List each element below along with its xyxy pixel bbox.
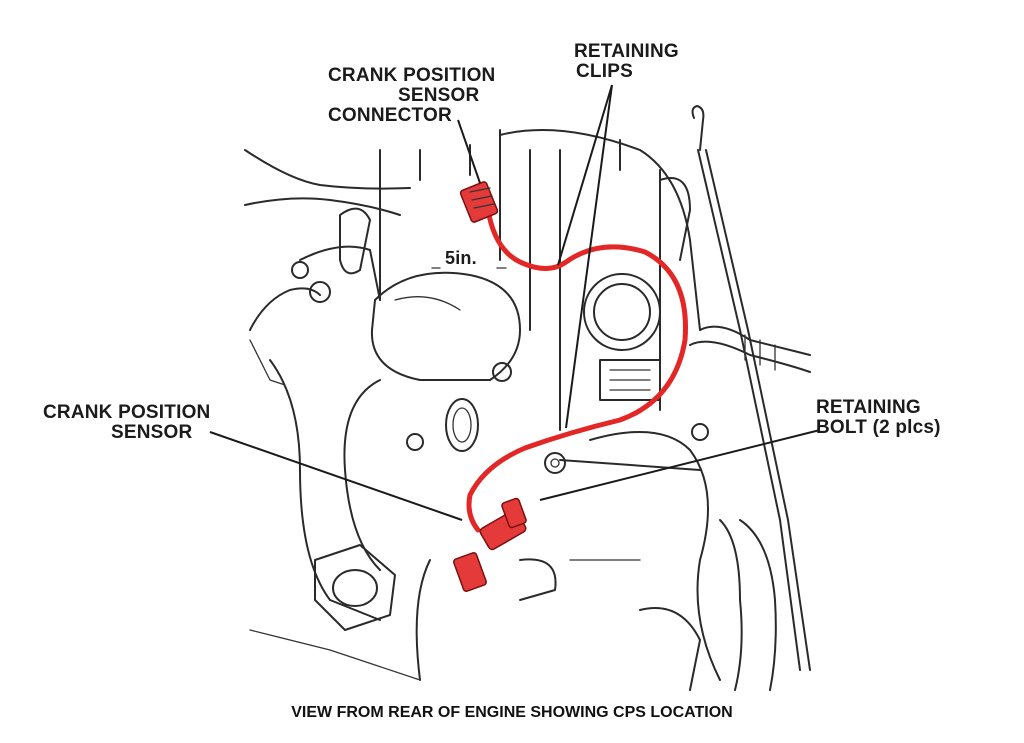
cps-sensor-icon xyxy=(453,497,557,601)
sensor-label-line-1: CRANK POSITION xyxy=(43,402,211,423)
leader-lines xyxy=(209,84,821,521)
connector-label: CRANK POSITION SENSOR CONNECTOR xyxy=(328,66,538,126)
connector-label-line-3: CONNECTOR xyxy=(328,105,452,126)
dimension-label: 5in. xyxy=(445,248,477,268)
clips-label: RETAINING CLIPS xyxy=(574,42,714,82)
connector-label-line-1: CRANK POSITION xyxy=(328,65,496,86)
connector-label-line-2: SENSOR xyxy=(398,85,480,106)
clips-label-line-1: RETAINING xyxy=(574,41,679,62)
bolt-label: RETAINING BOLT (2 plcs) xyxy=(816,398,976,438)
engine-block xyxy=(244,105,811,691)
cps-cable xyxy=(466,207,688,533)
sensor-label-line-2: SENSOR xyxy=(111,422,193,443)
figure-caption: VIEW FROM REAR OF ENGINE SHOWING CPS LOC… xyxy=(291,704,733,721)
bolt-label-line-2: BOLT (2 plcs) xyxy=(816,417,941,438)
bolt-label-line-1: RETAINING xyxy=(816,397,921,418)
cps-connector-icon xyxy=(459,181,499,223)
sensor-label: CRANK POSITION SENSOR xyxy=(43,403,253,443)
clips-label-line-2: CLIPS xyxy=(576,61,633,82)
